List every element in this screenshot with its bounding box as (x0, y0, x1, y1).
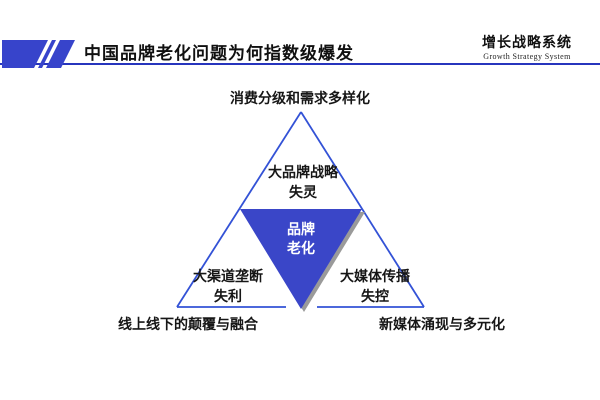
outline-triangle-right-side (300, 111, 425, 308)
label-channel-monopoly-line2: 失利 (214, 288, 242, 304)
label-brand-aging: 品牌 老化 (251, 220, 351, 258)
label-media-communication: 大媒体传播 失控 (300, 266, 450, 306)
label-new-media-diversification: 新媒体涌现与多元化 (379, 316, 505, 332)
label-media-communication-line1: 大媒体传播 (340, 268, 410, 284)
label-online-offline-fusion: 线上线下的颠覆与融合 (118, 316, 258, 332)
header-divider-line (0, 63, 600, 65)
deco-parallelogram-main (2, 40, 48, 68)
brand-name-cn: 增长战略系统 (482, 36, 572, 51)
center-inverted-triangle (240, 209, 362, 309)
outline-triangle-left-side (176, 111, 302, 308)
brand-logo: 增长战略系统 Growth Strategy System (482, 36, 572, 62)
slide-title: 中国品牌老化问题为何指数级爆发 (84, 44, 354, 63)
label-media-communication-line2: 失控 (361, 288, 389, 304)
label-big-brand-strategy-line2: 失灵 (289, 184, 317, 200)
header-slash-decoration-icon (2, 40, 75, 68)
deco-stripe-2 (46, 40, 75, 68)
deco-stripe-1 (38, 40, 56, 68)
label-brand-aging-line1: 品牌 (287, 221, 315, 237)
label-channel-monopoly-line1: 大渠道垄断 (193, 268, 263, 284)
label-big-brand-strategy-line1: 大品牌战略 (268, 164, 338, 180)
label-channel-monopoly: 大渠道垄断 失利 (153, 266, 303, 306)
label-big-brand-strategy: 大品牌战略 失灵 (203, 162, 403, 202)
label-consumption-diversification: 消费分级和需求多样化 (230, 90, 370, 106)
label-brand-aging-line2: 老化 (287, 240, 315, 256)
pyramid-diagram (176, 111, 425, 312)
brand-name-en: Growth Strategy System (483, 52, 571, 61)
